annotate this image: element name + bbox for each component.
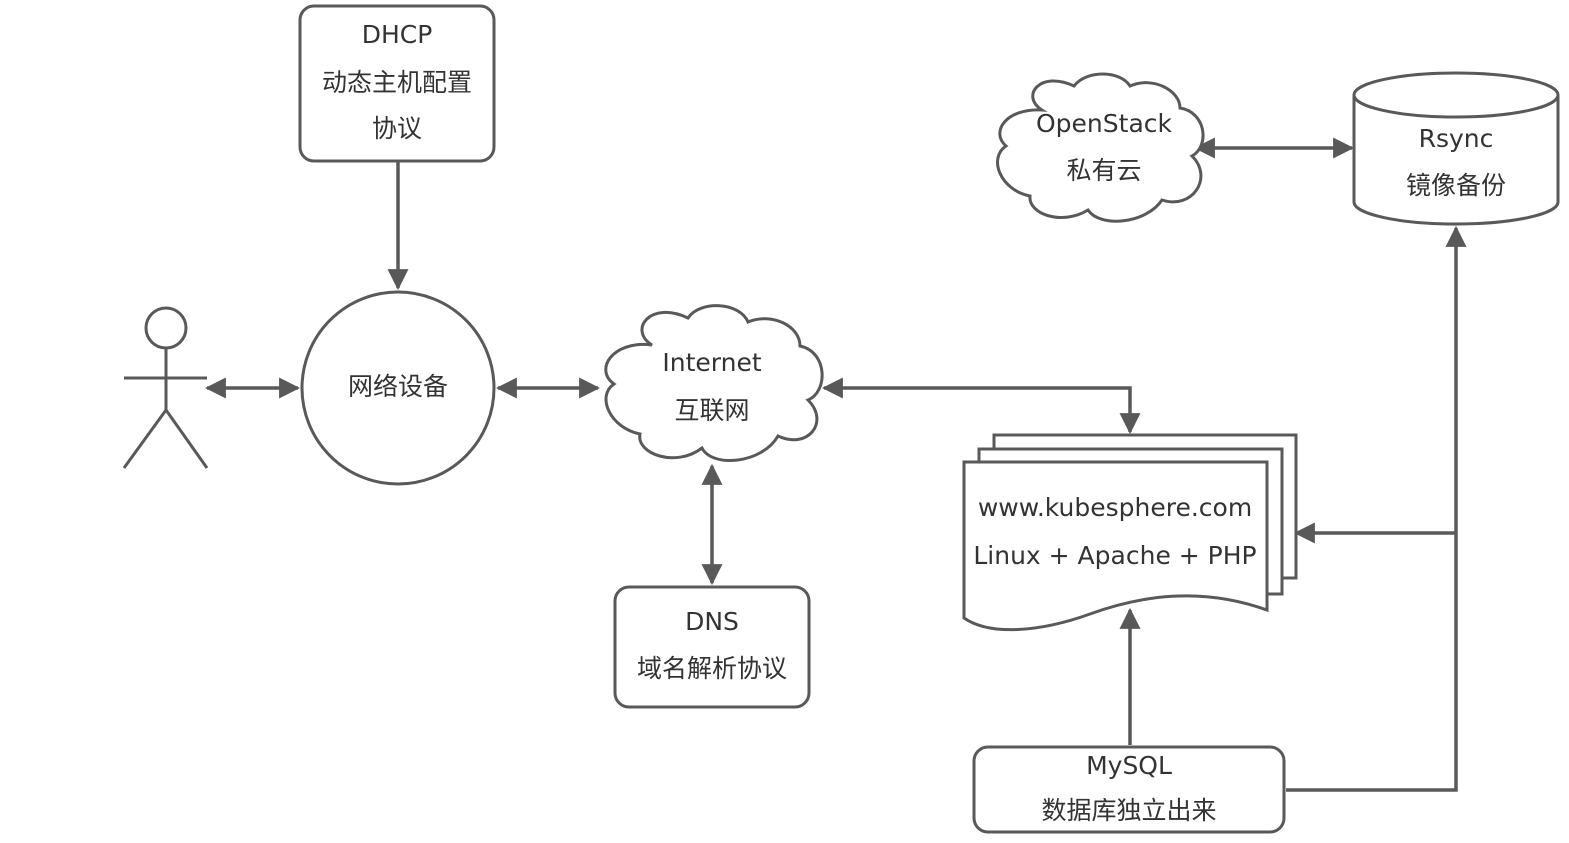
edge-mysql-to-rsync <box>1286 225 1467 792</box>
user-actor-icon <box>122 306 209 469</box>
website-stack: Linux + Apache + PHP <box>973 541 1256 570</box>
internet-cloud-icon <box>604 304 824 462</box>
openstack-node: OpenStack 私有云 <box>996 72 1205 223</box>
rsync-node: Rsync 镜像备份 <box>1352 71 1560 226</box>
mysql-node: MySQL 数据库独立出来 <box>972 745 1286 834</box>
openstack-cloud-icon <box>996 72 1205 223</box>
website-node: www.kubesphere.com Linux + Apache + PHP <box>962 433 1298 632</box>
internet-title: Internet <box>662 348 761 377</box>
dns-title: DNS <box>685 607 739 636</box>
internet-node: Internet 互联网 <box>604 304 824 462</box>
mysql-title: MySQL <box>1086 751 1172 780</box>
website-url: www.kubesphere.com <box>978 493 1252 522</box>
dhcp-subtitle: 动态主机配置 <box>322 68 472 97</box>
rsync-title: Rsync <box>1419 124 1494 153</box>
openstack-title: OpenStack <box>1036 109 1173 138</box>
dhcp-title: DHCP <box>362 20 433 49</box>
network-device-label: 网络设备 <box>348 372 448 401</box>
dns-subtitle: 域名解析协议 <box>637 654 787 683</box>
network-device-node: 网络设备 <box>300 290 496 486</box>
mysql-subtitle: 数据库独立出来 <box>1041 796 1216 825</box>
rsync-subtitle: 镜像备份 <box>1406 171 1506 200</box>
dhcp-subtitle-2: 协议 <box>372 114 422 143</box>
database-cylinder-icon <box>1352 71 1560 226</box>
dhcp-node: DHCP 动态主机配置 协议 <box>298 4 496 163</box>
document-icon <box>962 460 1269 632</box>
dns-node: DNS 域名解析协议 <box>613 585 811 709</box>
internet-subtitle: 互联网 <box>674 396 749 425</box>
openstack-subtitle: 私有云 <box>1066 156 1141 185</box>
edge-internet-website <box>821 377 1141 435</box>
